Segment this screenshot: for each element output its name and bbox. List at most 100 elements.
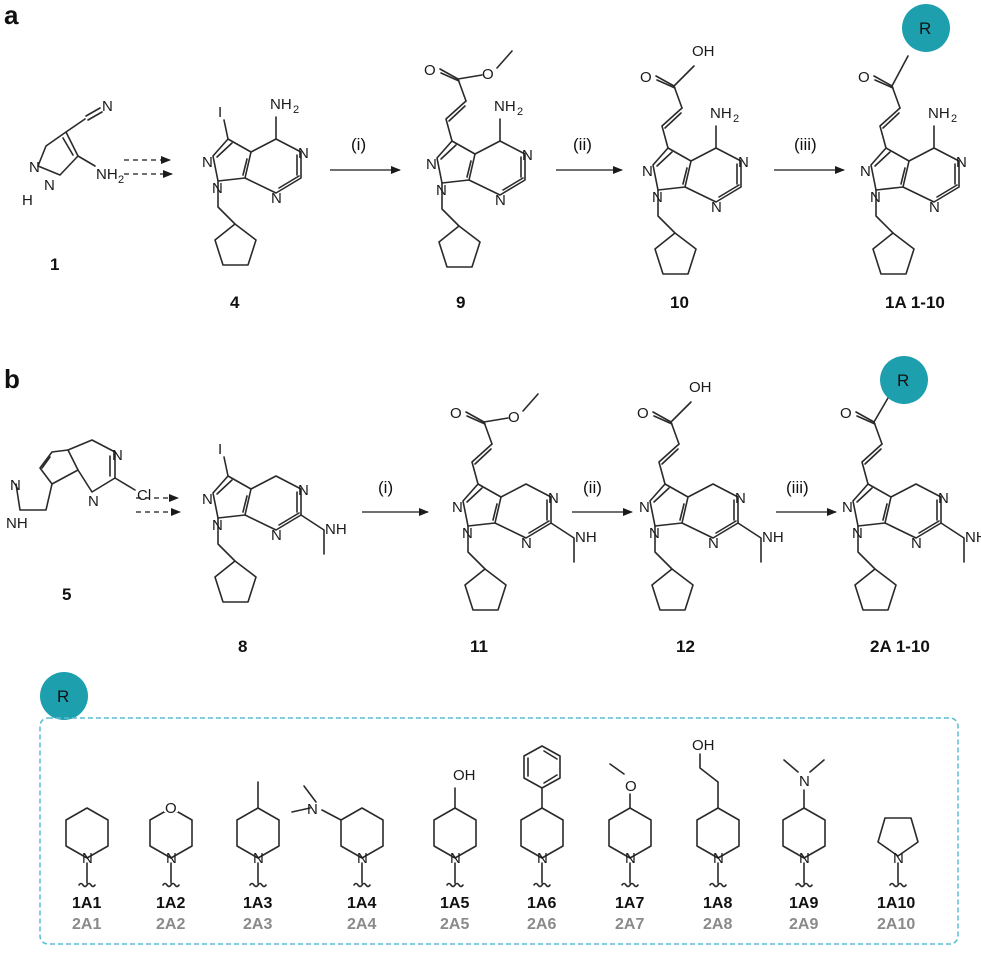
- svg-text:N: N: [708, 535, 719, 552]
- compound-11-structure: O O N N N N NH: [450, 393, 597, 611]
- svg-text:N: N: [436, 182, 447, 199]
- svg-text:NH: NH: [575, 529, 597, 546]
- product-1A-label: 1A 1-10: [885, 293, 945, 312]
- svg-text:N: N: [799, 850, 810, 867]
- svg-text:N: N: [452, 499, 463, 516]
- step-b-ii-label: (ii): [583, 478, 602, 497]
- svg-text:OH: OH: [692, 43, 715, 60]
- label-1A9: 1A9: [789, 895, 818, 912]
- r-group-1A8-structure: OH N: [692, 737, 740, 888]
- svg-text:H: H: [22, 192, 33, 209]
- svg-text:O: O: [858, 69, 870, 86]
- svg-text:N: N: [462, 525, 473, 542]
- svg-text:O: O: [482, 66, 494, 83]
- svg-text:NH: NH: [325, 521, 347, 538]
- label-1A3: 1A3: [243, 895, 272, 912]
- r-group-circle: [902, 4, 950, 52]
- label-2A7: 2A7: [615, 916, 644, 933]
- svg-text:O: O: [640, 69, 652, 86]
- svg-text:2: 2: [517, 106, 523, 118]
- svg-text:I: I: [218, 104, 222, 121]
- r-group-1A2-structure: N O: [149, 796, 193, 888]
- compound-5-label: 5: [62, 585, 71, 604]
- label-1A4: 1A4: [347, 895, 376, 912]
- svg-text:N: N: [929, 199, 940, 216]
- svg-text:N: N: [298, 482, 309, 499]
- compound-8-label: 8: [238, 637, 247, 656]
- label-1A8: 1A8: [703, 895, 732, 912]
- svg-text:N: N: [893, 850, 904, 867]
- svg-text:N: N: [642, 163, 653, 180]
- svg-text:O: O: [625, 778, 637, 795]
- r-group-key-symbol: R: [57, 687, 69, 706]
- svg-text:N: N: [357, 850, 368, 867]
- compound-12-label: 12: [676, 637, 695, 656]
- compound-8-structure: I N N N N NH: [202, 441, 347, 603]
- compound-11-label: 11: [470, 637, 488, 656]
- svg-text:R: R: [897, 371, 909, 390]
- svg-text:N: N: [548, 490, 559, 507]
- svg-text:N: N: [88, 493, 99, 510]
- label-2A2: 2A2: [156, 916, 185, 933]
- product-2A-label: 2A 1-10: [870, 637, 930, 656]
- label-1A2: 1A2: [156, 895, 185, 912]
- svg-text:OH: OH: [692, 737, 715, 754]
- svg-text:N: N: [652, 189, 663, 206]
- svg-text:OH: OH: [689, 379, 712, 396]
- label-2A1: 2A1: [72, 916, 101, 933]
- svg-text:N: N: [10, 477, 21, 494]
- r-group-1A3-structure: N: [236, 781, 280, 888]
- svg-text:2: 2: [118, 174, 124, 186]
- panel-b-label: b: [4, 364, 20, 394]
- r-group-key-circle: [40, 672, 88, 720]
- svg-text:NH: NH: [6, 515, 28, 532]
- svg-text:N: N: [202, 154, 213, 171]
- multistep-arrow-b: [136, 494, 181, 516]
- svg-text:N: N: [82, 850, 93, 867]
- svg-text:N: N: [202, 491, 213, 508]
- compound-1-structure: N H N N NH 2: [22, 98, 124, 209]
- svg-text:N: N: [860, 163, 871, 180]
- svg-text:O: O: [450, 405, 462, 422]
- svg-text:N: N: [537, 850, 548, 867]
- svg-text:NH: NH: [494, 98, 516, 115]
- step-a-i-label: (i): [351, 135, 366, 154]
- label-2A8: 2A8: [703, 916, 732, 933]
- r-group-box: [39, 717, 959, 945]
- compound-10-label: 10: [670, 293, 689, 312]
- svg-text:N: N: [870, 189, 881, 206]
- svg-text:N: N: [102, 98, 113, 115]
- svg-text:N: N: [639, 499, 650, 516]
- svg-text:2: 2: [733, 113, 739, 125]
- r-group-circle: [880, 356, 928, 404]
- compound-4-structure: I NH 2 N N N N: [202, 96, 309, 266]
- svg-text:N: N: [253, 850, 264, 867]
- r-group-1A5-structure: OH N: [433, 767, 477, 888]
- svg-text:N: N: [625, 850, 636, 867]
- svg-text:N: N: [44, 177, 55, 194]
- label-2A9: 2A9: [789, 916, 818, 933]
- label-2A5: 2A5: [440, 916, 469, 933]
- svg-text:N: N: [298, 145, 309, 162]
- svg-text:N: N: [271, 190, 282, 207]
- svg-text:O: O: [637, 405, 649, 422]
- step-a-ii-label: (ii): [573, 135, 592, 154]
- compound-9-label: 9: [456, 293, 465, 312]
- compound-12-structure: O OH N N N N NH: [637, 379, 784, 611]
- r-group-1A10-structure: N: [877, 817, 919, 888]
- svg-text:N: N: [852, 525, 863, 542]
- r-group-1A1-structure: N: [65, 807, 109, 888]
- svg-text:N: N: [522, 147, 533, 164]
- svg-text:N: N: [271, 527, 282, 544]
- svg-text:N: N: [212, 180, 223, 197]
- product-2A-structure: R O N N N N NH: [840, 356, 981, 611]
- label-1A1: 1A1: [72, 895, 101, 912]
- svg-text:O: O: [165, 800, 177, 817]
- label-2A4: 2A4: [347, 916, 376, 933]
- svg-text:Cl: Cl: [137, 487, 151, 504]
- compound-9-structure: O O NH 2 N N N N: [424, 50, 533, 268]
- svg-text:N: N: [166, 850, 177, 867]
- step-b-iii-label: (iii): [786, 478, 809, 497]
- step-b-i-label: (i): [378, 478, 393, 497]
